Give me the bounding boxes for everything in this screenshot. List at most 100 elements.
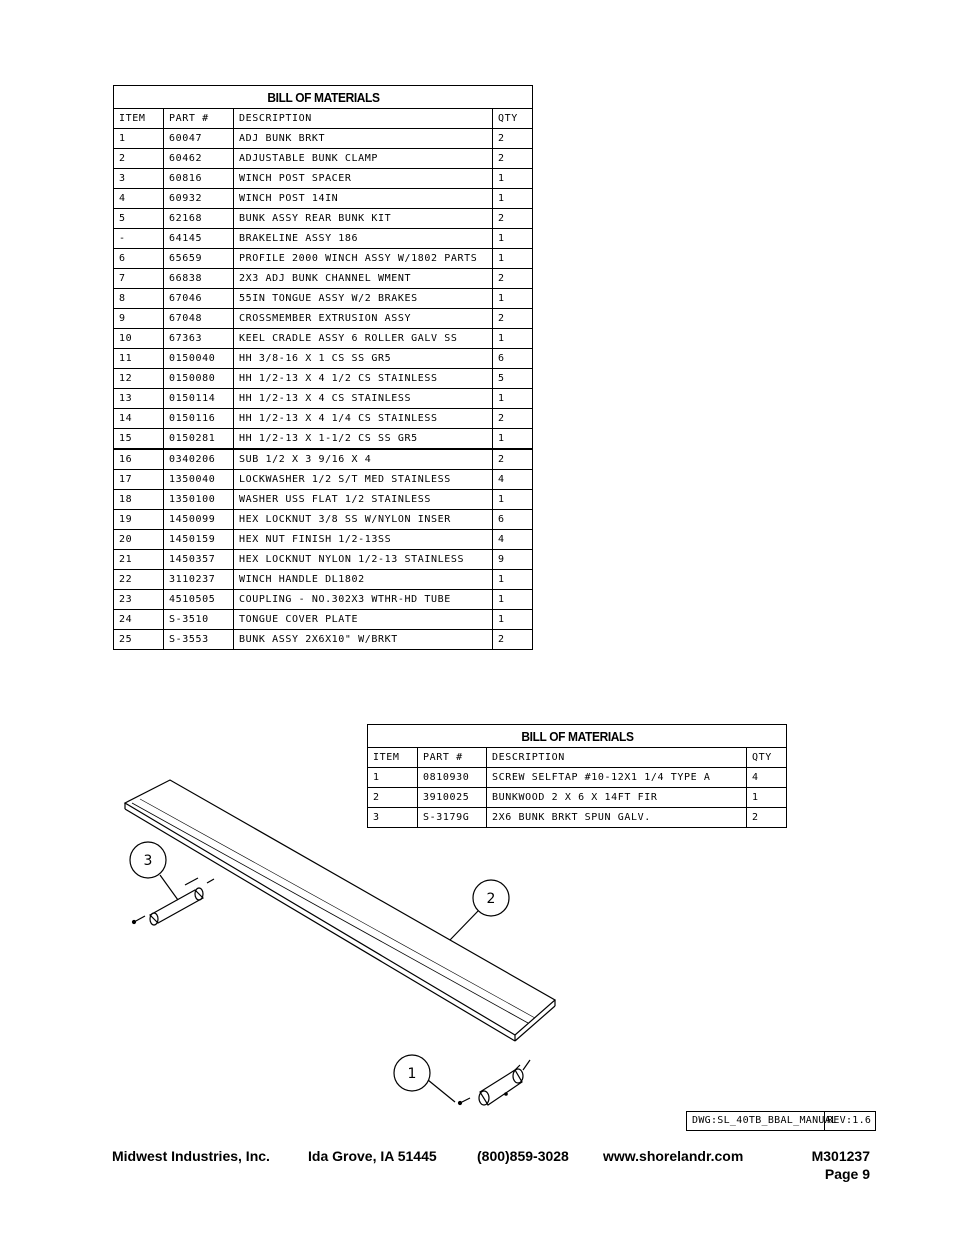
cell-description: CROSSMEMBER EXTRUSION ASSY <box>233 308 493 329</box>
cell-part-number: 64145 <box>163 228 234 249</box>
cell-qty: 2 <box>746 807 787 828</box>
cell-part-number: 0340206 <box>163 448 234 470</box>
cell-part-number: 62168 <box>163 208 234 229</box>
cell-item: 3 <box>113 168 164 189</box>
cell-part-number: 1350100 <box>163 489 234 510</box>
callout-3-leader <box>159 874 179 901</box>
bom-title: BILL OF MATERIALS <box>129 85 517 109</box>
cell-item: 20 <box>113 529 164 550</box>
cell-item: 21 <box>113 549 164 570</box>
cell-description: PROFILE 2000 WINCH ASSY W/1802 PARTS <box>233 248 493 269</box>
header-qty: QTY <box>746 747 787 768</box>
cell-item: 25 <box>113 629 164 650</box>
cell-qty: 2 <box>492 128 533 149</box>
bunk-bom-title: BILL OF MATERIALS <box>383 724 771 748</box>
cell-qty: 1 <box>492 589 533 610</box>
cell-item: 9 <box>113 308 164 329</box>
cell-item: 14 <box>113 408 164 429</box>
cell-part-number: 66838 <box>163 268 234 289</box>
cell-qty: 1 <box>492 489 533 510</box>
cell-qty: 1 <box>492 168 533 189</box>
revision-number: REV:1.6 <box>827 1115 872 1126</box>
cell-part-number: 0150080 <box>163 368 234 389</box>
cell-description: ADJ BUNK BRKT <box>233 128 493 149</box>
cell-description: HEX LOCKNUT 3/8 SS W/NYLON INSER <box>233 509 493 530</box>
cell-item: 23 <box>113 589 164 610</box>
cell-item: 24 <box>113 609 164 630</box>
cell-description: 2X6 BUNK BRKT SPUN GALV. <box>486 807 747 828</box>
cell-part-number: 60462 <box>163 148 234 169</box>
callout-2-leader <box>449 909 480 941</box>
callout-1-circle <box>393 1054 431 1092</box>
cell-description: ADJUSTABLE BUNK CLAMP <box>233 148 493 169</box>
callout-3-circle <box>129 841 167 879</box>
footer-page-number: Page 9 <box>824 1166 870 1182</box>
cell-item: 2 <box>113 148 164 169</box>
cell-qty: 2 <box>492 408 533 429</box>
cell-item: 6 <box>113 248 164 269</box>
cell-qty: 1 <box>492 248 533 269</box>
cell-part-number: S-3179G <box>417 807 487 828</box>
cell-description: LOCKWASHER 1/2 S/T MED STAINLESS <box>233 469 493 490</box>
callout-3-label: 3 <box>144 853 153 869</box>
cell-item: 19 <box>113 509 164 530</box>
cell-qty: 1 <box>492 569 533 590</box>
footer-location: Ida Grove, IA 51445 <box>308 1148 437 1164</box>
cell-description: WASHER USS FLAT 1/2 STAINLESS <box>233 489 493 510</box>
cell-item: 5 <box>113 208 164 229</box>
cell-qty: 2 <box>492 208 533 229</box>
cell-qty: 1 <box>492 428 533 450</box>
cell-qty: 1 <box>492 188 533 209</box>
cell-item: 7 <box>113 268 164 289</box>
cell-qty: 1 <box>492 388 533 409</box>
cell-description: TONGUE COVER PLATE <box>233 609 493 630</box>
bunk-bill-of-materials-table: BILL OF MATERIALS ITEM PART # DESCRIPTIO… <box>367 724 787 828</box>
bunk-board-drawing <box>123 779 557 1042</box>
bunk-bracket-lower-drawing <box>457 1059 531 1106</box>
header-qty: QTY <box>492 108 533 129</box>
cell-description: KEEL CRADLE ASSY 6 ROLLER GALV SS <box>233 328 493 349</box>
cell-qty: 1 <box>492 328 533 349</box>
cell-description: HH 1/2-13 X 4 1/2 CS STAINLESS <box>233 368 493 389</box>
cell-description: 2X3 ADJ BUNK CHANNEL WMENT <box>233 268 493 289</box>
cell-part-number: 60047 <box>163 128 234 149</box>
cell-qty: 4 <box>492 529 533 550</box>
cell-item: - <box>113 228 164 249</box>
header-description: DESCRIPTION <box>233 108 493 129</box>
cell-part-number: 1450357 <box>163 549 234 570</box>
header-description: DESCRIPTION <box>486 747 747 768</box>
cell-part-number: 0150114 <box>163 388 234 409</box>
cell-item: 16 <box>113 448 164 470</box>
cell-part-number: 0150281 <box>163 428 234 450</box>
cell-qty: 6 <box>492 509 533 530</box>
cell-qty: 1 <box>492 288 533 309</box>
cell-description: 55IN TONGUE ASSY W/2 BRAKES <box>233 288 493 309</box>
cell-item: 22 <box>113 569 164 590</box>
cell-description: HH 1/2-13 X 4 1/4 CS STAINLESS <box>233 408 493 429</box>
cell-description: COUPLING - NO.302X3 WTHR-HD TUBE <box>233 589 493 610</box>
cell-qty: 1 <box>492 609 533 630</box>
callout-2-label: 2 <box>487 891 496 907</box>
cell-item: 15 <box>113 428 164 450</box>
cell-description: HEX NUT FINISH 1/2-13SS <box>233 529 493 550</box>
cell-qty: 1 <box>746 787 787 808</box>
drawing-title-block: DWG:SL_40TB_BBAL_MANUAL REV:1.6 <box>686 1111 876 1131</box>
cell-item: 12 <box>113 368 164 389</box>
drawing-number: DWG:SL_40TB_BBAL_MANUAL <box>687 1112 837 1130</box>
cell-description: HH 1/2-13 X 1-1/2 CS SS GR5 <box>233 428 493 450</box>
